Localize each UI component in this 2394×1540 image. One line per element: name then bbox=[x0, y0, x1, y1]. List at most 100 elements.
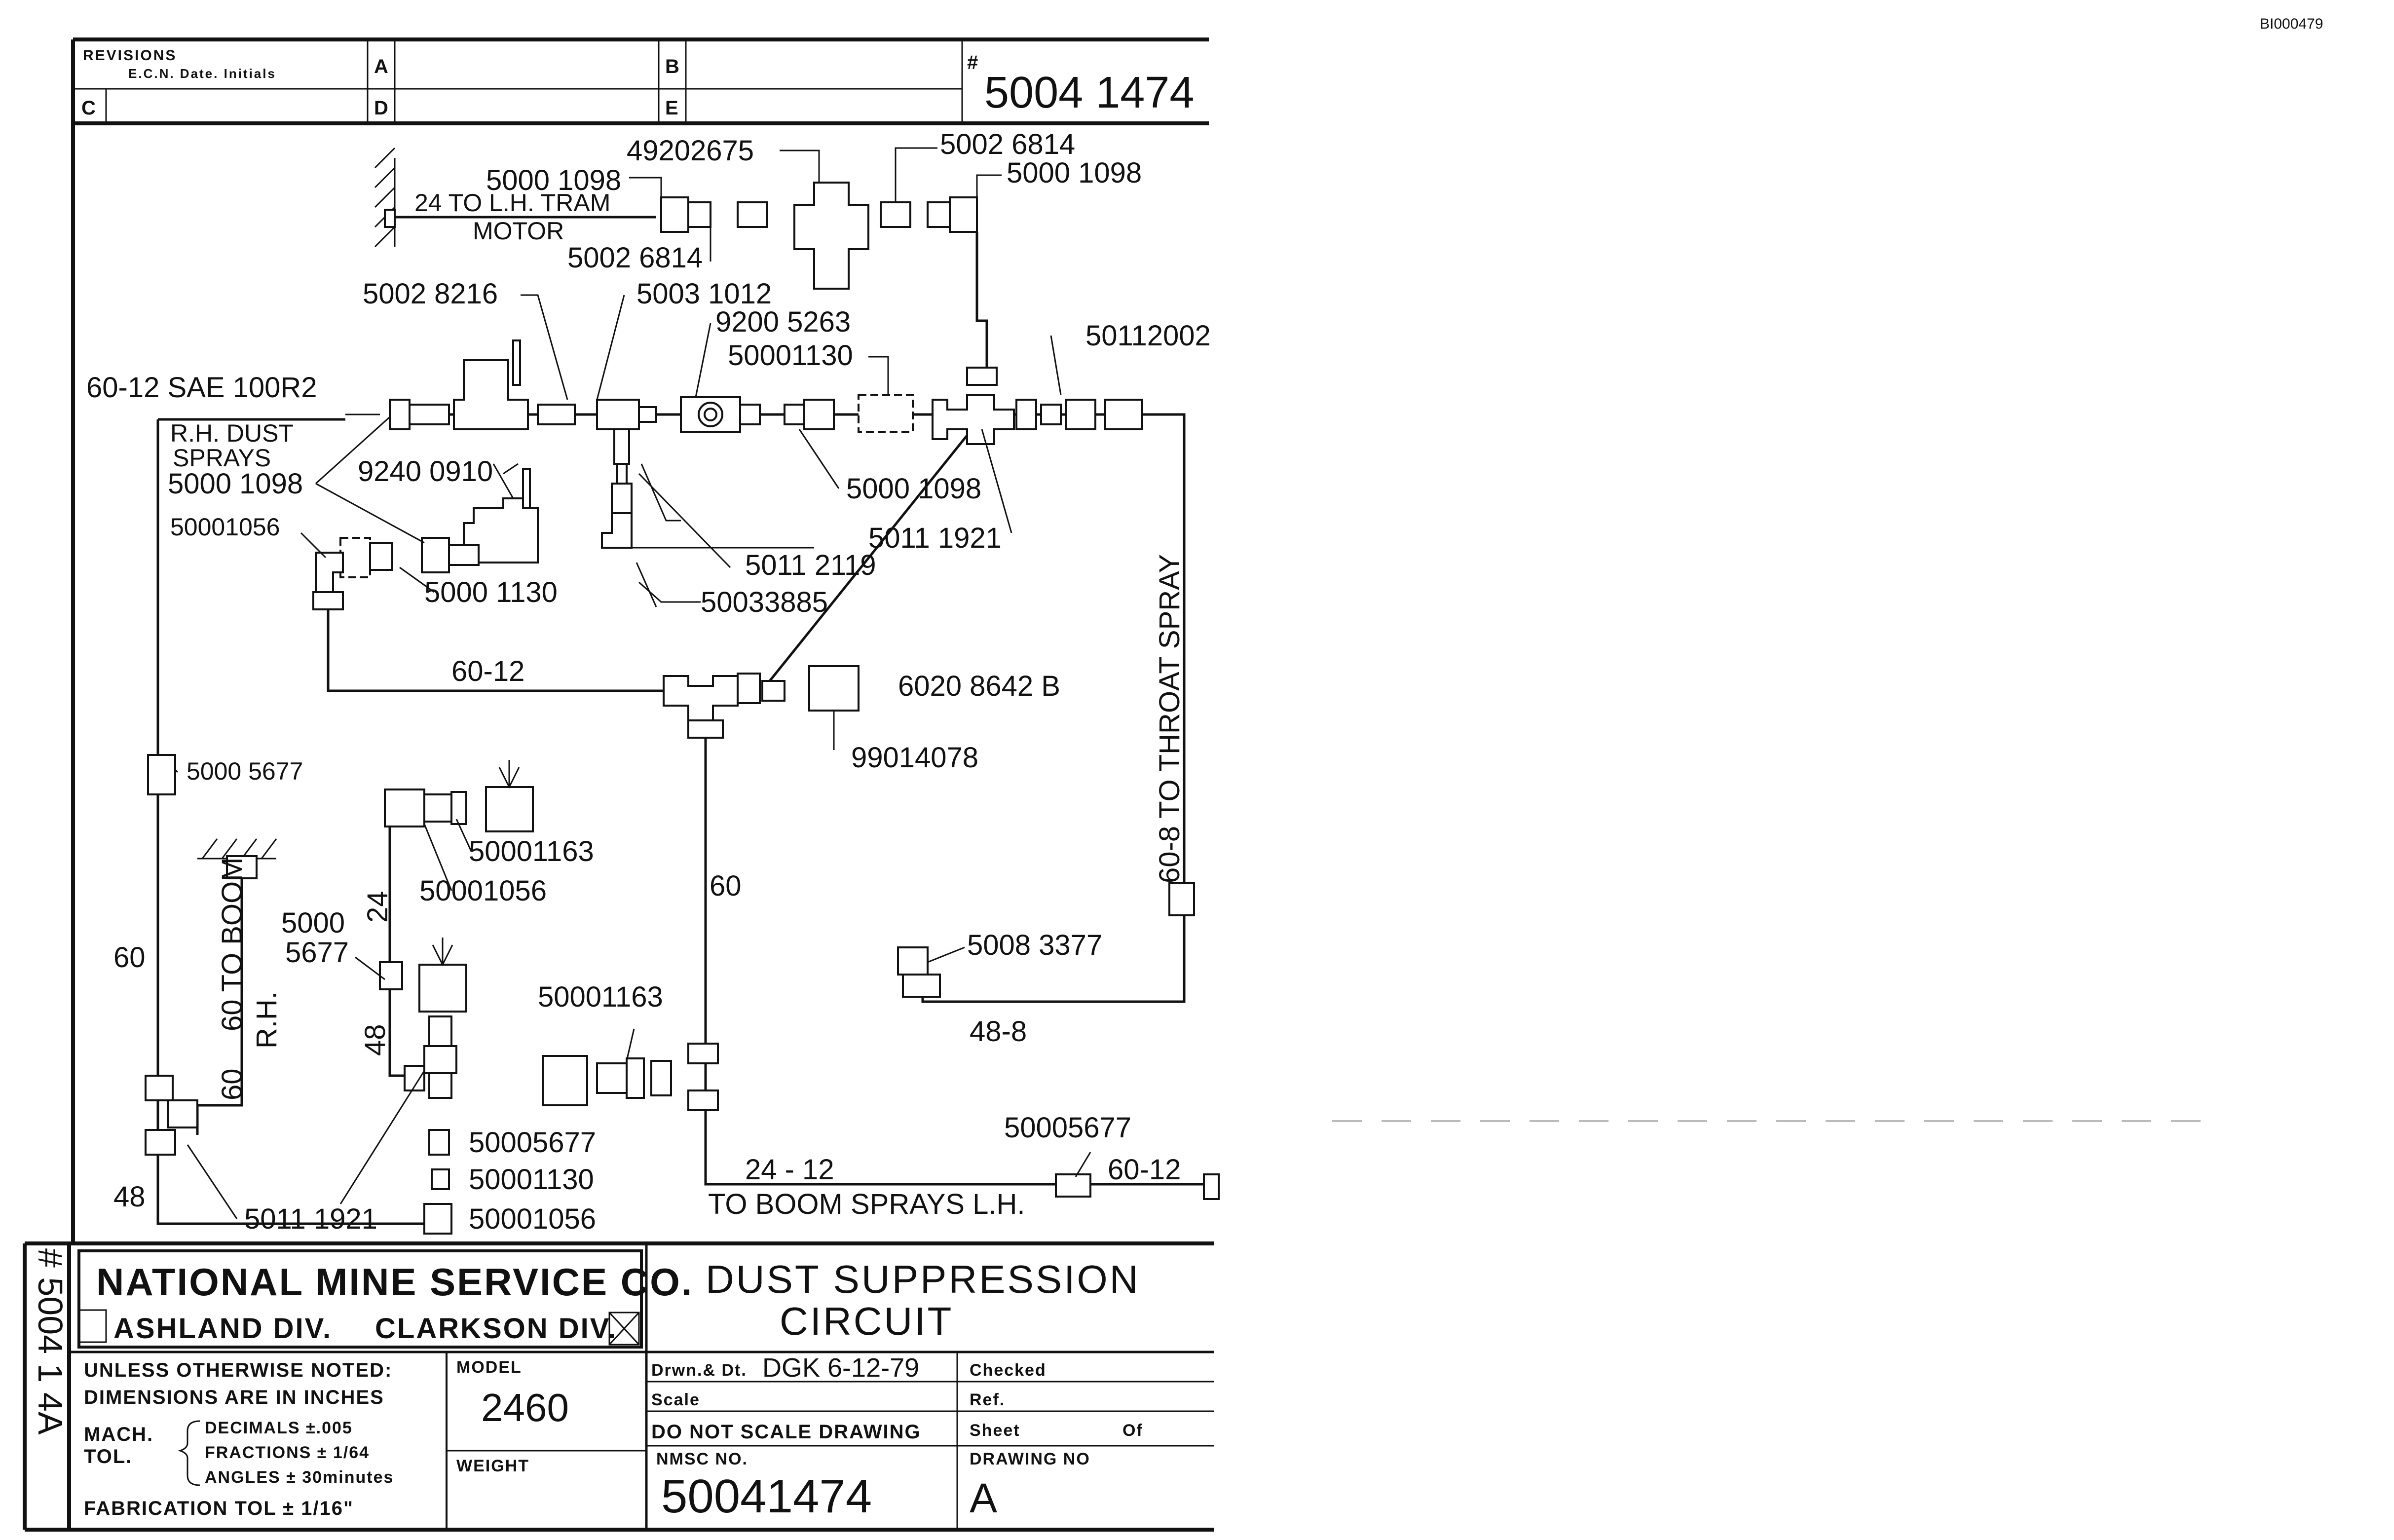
valve-left-top bbox=[453, 359, 529, 430]
company-name: NATIONAL MINE SERVICE CO. bbox=[96, 1260, 693, 1304]
label-50001163-a: 50001163 bbox=[469, 835, 594, 867]
label-60208642B: 6020 8642 B bbox=[898, 670, 1060, 702]
drawing-no-label: DRAWING NO bbox=[970, 1450, 1090, 1468]
tee-49202675 bbox=[793, 182, 869, 290]
revisions-header: REVISIONS bbox=[83, 47, 177, 64]
title-line-1: DUST SUPPRESSION bbox=[706, 1257, 1140, 1301]
leader-lines bbox=[174, 147, 1091, 1219]
label-50083377: 5008 3377 bbox=[967, 929, 1102, 961]
clarkson-div: CLARKSON DIV. bbox=[375, 1313, 617, 1345]
angles-tol: ANGLES ± 30minutes bbox=[205, 1468, 394, 1487]
label-hose-24: 24 bbox=[362, 891, 394, 923]
rev-cell-b: B bbox=[665, 56, 680, 77]
label-50005677-b: 50005677 bbox=[469, 1127, 596, 1159]
label-hose-60-12-right: 60-12 bbox=[1108, 1154, 1181, 1186]
label-50112119: 5011 2119 bbox=[745, 549, 876, 581]
nozzle-assembly-upper bbox=[384, 789, 425, 827]
sheet-label: Sheet bbox=[970, 1421, 1020, 1440]
label-50001130-c: 50001130 bbox=[469, 1164, 594, 1196]
title-line-2: CIRCUIT bbox=[780, 1299, 953, 1343]
tol-label: TOL. bbox=[84, 1446, 132, 1467]
ref-label: Ref. bbox=[970, 1390, 1005, 1409]
valve-left-bottom bbox=[463, 497, 539, 563]
components bbox=[145, 182, 1220, 1235]
dimensions-inches: DIMENSIONS ARE IN INCHES bbox=[84, 1387, 384, 1408]
cross-50031012 bbox=[596, 399, 640, 430]
corner-stamp: BI000479 bbox=[2260, 16, 2323, 32]
label-50001098-left: 5000 1098 bbox=[168, 468, 303, 500]
model-label: MODEL bbox=[456, 1358, 522, 1377]
label-50001130-a: 50001130 bbox=[728, 339, 853, 372]
tee-center bbox=[663, 675, 739, 726]
of-label: Of bbox=[1122, 1421, 1143, 1440]
label-5677-a: 5677 bbox=[285, 937, 349, 969]
label-50111921-a: 5011 1921 bbox=[868, 522, 1002, 554]
do-not-scale: DO NOT SCALE DRAWING bbox=[651, 1421, 921, 1443]
spray-box-upper bbox=[485, 786, 534, 832]
revisions-block: REVISIONS E.C.N. Date. Initials A B C D … bbox=[72, 39, 963, 123]
label-50033885: 50033885 bbox=[701, 586, 828, 618]
label-50005677-c: 50005677 bbox=[1004, 1112, 1131, 1144]
rev-cell-d: D bbox=[374, 97, 389, 119]
fabrication-tol: FABRICATION TOL ± 1/16" bbox=[84, 1498, 354, 1519]
label-boom-lh: TO BOOM SPRAYS L.H. bbox=[708, 1188, 1025, 1220]
drawing-number-top: 5004 1474 bbox=[984, 68, 1194, 117]
label-boom-rh: 60 TO BOOM bbox=[216, 858, 248, 1031]
nmsc-label: NMSC NO. bbox=[656, 1450, 748, 1468]
label-hose-sae: 60-12 SAE 100R2 bbox=[86, 372, 317, 404]
clarkson-checkbox[interactable] bbox=[608, 1312, 640, 1346]
label-50028216: 5002 8216 bbox=[363, 278, 498, 310]
label-50001056-b: 50001056 bbox=[419, 875, 547, 907]
label-rh-dust-1: R.H. DUST bbox=[170, 419, 294, 447]
mach-label: MACH. bbox=[84, 1424, 153, 1445]
drawn-value: DGK 6-12-79 bbox=[762, 1353, 919, 1383]
block-50001130-a bbox=[858, 394, 914, 433]
label-50005677-a: 5000 5677 bbox=[187, 757, 303, 785]
revisions-subheader: E.C.N. Date. Initials bbox=[128, 66, 276, 81]
tee-right-manifold bbox=[932, 394, 1015, 445]
label-50001098-mid: 5000 1098 bbox=[846, 473, 981, 505]
ashland-checkbox[interactable] bbox=[78, 1309, 107, 1343]
label-50026814-top: 5002 6814 bbox=[940, 128, 1075, 160]
spray-box-lower-left bbox=[418, 964, 467, 1013]
ashland-div: ASHLAND DIV. bbox=[113, 1313, 332, 1345]
label-lh-tram-2: MOTOR bbox=[473, 217, 564, 245]
label-50001130-b: 5000 1130 bbox=[424, 576, 558, 608]
label-49202675: 49202675 bbox=[627, 135, 754, 167]
box-60208642B bbox=[808, 665, 860, 712]
rev-cell-e: E bbox=[665, 97, 679, 119]
checked-label: Checked bbox=[970, 1361, 1047, 1380]
rev-cell-c: C bbox=[81, 97, 97, 119]
scale-label: Scale bbox=[651, 1390, 700, 1409]
hose-lines bbox=[156, 147, 1214, 1225]
label-hose-48: 48 bbox=[113, 1181, 146, 1213]
label-hose-48-v: 48 bbox=[359, 1024, 391, 1056]
label-92400910: 9240 0910 bbox=[358, 455, 493, 488]
label-50111921-b: 5011 1921 bbox=[244, 1203, 377, 1235]
label-hose-60-center: 60 bbox=[710, 870, 742, 902]
label-50001163-b: 50001163 bbox=[538, 981, 663, 1013]
label-50112002: 50112002 bbox=[1085, 320, 1211, 352]
label-hose-24-12: 24 - 12 bbox=[745, 1154, 834, 1186]
fractions-tol: FRACTIONS ± 1/64 bbox=[205, 1443, 370, 1462]
weight-label: WEIGHT bbox=[456, 1457, 529, 1475]
nmsc-value: 50041474 bbox=[661, 1470, 872, 1523]
label-hose-60-b: 60 bbox=[216, 1068, 248, 1100]
label-hose-48-8: 48-8 bbox=[970, 1015, 1027, 1048]
decimals-tol: DECIMALS ±.005 bbox=[205, 1419, 353, 1437]
label-50026814-mid: 5002 6814 bbox=[567, 242, 703, 274]
label-throat-spray: 60-8 TO THROAT SPRAY bbox=[1154, 554, 1186, 883]
part-labels: 49202675 5002 6814 5000 1098 5000 1098 2… bbox=[86, 128, 1211, 1235]
label-92005263: 9200 5263 bbox=[715, 306, 851, 338]
left-margin-number: # 5004 1 4A bbox=[31, 1248, 70, 1435]
spray-box-lower-mid bbox=[542, 1055, 588, 1106]
label-hose-60-12-mid: 60-12 bbox=[451, 655, 524, 687]
model-value: 2460 bbox=[481, 1386, 569, 1429]
drawn-label: Drwn.& Dt. bbox=[651, 1361, 747, 1380]
unless-noted: UNLESS OTHERWISE NOTED: bbox=[84, 1359, 392, 1381]
rev-cell-a: A bbox=[374, 56, 389, 77]
label-50001098-top-left: 5000 1098 bbox=[486, 164, 621, 196]
label-50001098-top-right: 5000 1098 bbox=[1007, 157, 1142, 189]
drawing-no-value: A bbox=[970, 1475, 997, 1521]
